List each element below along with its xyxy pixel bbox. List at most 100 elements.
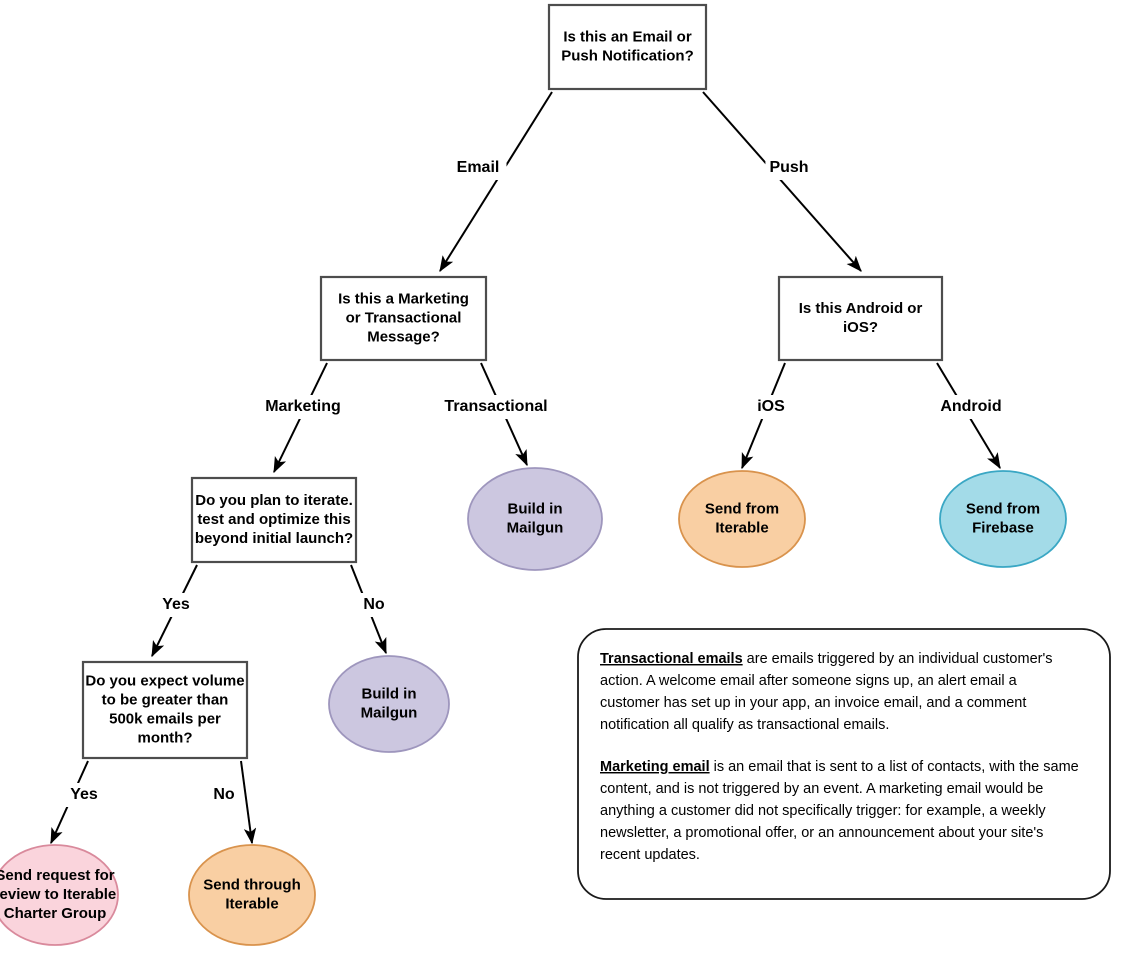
node-label-line: Mailgun bbox=[361, 704, 418, 721]
edge-label-backdrop bbox=[65, 783, 103, 807]
node-shape-ellipse[interactable] bbox=[188, 844, 316, 946]
legend-paragraph-2: Marketing email is an email that is sent… bbox=[600, 759, 1079, 775]
node-shape-ellipse[interactable] bbox=[939, 470, 1067, 568]
node-marketing-or-transactional[interactable]: Is this a Marketing or TransactionalMessa… bbox=[319, 275, 488, 362]
node-label-line: or Transactional bbox=[346, 309, 462, 326]
legend-line: notification all qualify as transactiona… bbox=[600, 717, 889, 733]
edge-line bbox=[702, 91, 862, 272]
node-label-line: month? bbox=[138, 729, 193, 746]
legend-line: action. A welcome email after someone si… bbox=[600, 673, 1018, 689]
edge-label-volume-no: No bbox=[213, 786, 235, 803]
node-shape-rect[interactable] bbox=[547, 3, 708, 91]
node-shape-ellipse[interactable] bbox=[678, 470, 806, 568]
edge-root-to-email: Email bbox=[439, 91, 553, 273]
edge-ai-to-ios: iOS bbox=[741, 362, 790, 470]
node-label-line: Firebase bbox=[972, 519, 1034, 536]
node-label-line: Iterable bbox=[715, 519, 768, 536]
edge-label-mt-to-marketing: Marketing bbox=[265, 398, 341, 415]
edge-label-backdrop bbox=[932, 395, 1010, 419]
node-build-in-mailgun-transactional[interactable]: Build in Mailgun bbox=[467, 467, 603, 571]
legend-line: newsletter, a promotional offer, or an a… bbox=[600, 825, 1043, 841]
edge-label-root-to-email: Email bbox=[457, 159, 500, 176]
node-android-or-ios[interactable]: Is this Android or iOS? bbox=[777, 275, 944, 362]
edge-label-iterate-yes: Yes bbox=[162, 596, 190, 613]
legend-line: are emails triggered by an individual cu… bbox=[743, 651, 1053, 667]
node-iterate-test-optimize[interactable]: Do you plan to iterate. test and optimize… bbox=[190, 476, 358, 564]
edge-line bbox=[240, 760, 257, 845]
node-root[interactable]: Is this an Email or Push Notification? bbox=[547, 3, 708, 91]
node-send-request-charter-group[interactable]: Send request for review to IterableCharte… bbox=[0, 844, 119, 946]
node-label-line: Build in bbox=[508, 500, 563, 517]
node-label-line: Send through bbox=[203, 876, 301, 893]
node-label-line: Send from bbox=[705, 500, 779, 517]
node-label-line: beyond initial launch? bbox=[195, 530, 353, 547]
node-label-line: Mailgun bbox=[507, 519, 564, 536]
node-shape-ellipse[interactable] bbox=[467, 467, 603, 571]
edge-iterate-yes: Yes bbox=[151, 564, 198, 658]
node-label-line: Push Notification? bbox=[561, 47, 694, 64]
node-label-line: 500k emails per bbox=[109, 710, 221, 727]
node-label-line: review to Iterable bbox=[0, 886, 116, 903]
node-label-line: Iterable bbox=[225, 895, 278, 912]
edge-label-mt-to-transactional: Transactional bbox=[444, 398, 547, 415]
node-shape-rect[interactable] bbox=[777, 275, 944, 362]
node-shape-rect[interactable] bbox=[190, 476, 358, 564]
legend-line: is an email that is sent to a list of co… bbox=[710, 759, 1079, 775]
edge-label-backdrop bbox=[765, 156, 813, 180]
edge-volume-yes: Yes bbox=[50, 760, 103, 845]
node-label-line: Is this an Email or bbox=[563, 28, 692, 45]
legend-paragraph-1: Transactional emails are emails triggere… bbox=[600, 651, 1053, 667]
edge-label-backdrop bbox=[210, 783, 238, 807]
legend-line: content, and is not triggered by an even… bbox=[600, 781, 1043, 797]
node-label-line: Charter Group bbox=[4, 905, 107, 922]
node-label-line: Is this a Marketing bbox=[338, 290, 469, 307]
node-label-line: test and optimize this bbox=[197, 511, 350, 528]
edge-iterate-no: No bbox=[350, 564, 388, 655]
node-label-line: Message? bbox=[367, 328, 440, 345]
node-label-line: Send from bbox=[966, 500, 1040, 517]
legend-line: customer has set up in your app, an invo… bbox=[600, 695, 1026, 711]
edge-mt-to-marketing: Marketing bbox=[254, 362, 352, 474]
legend-panel: Transactional emails are emails triggere… bbox=[577, 628, 1111, 900]
edge-label-ai-to-android: Android bbox=[940, 398, 1001, 415]
edge-label-backdrop bbox=[449, 156, 507, 180]
node-shape-ellipse[interactable] bbox=[328, 655, 450, 753]
node-build-in-mailgun-no-iterate[interactable]: Build in Mailgun bbox=[328, 655, 450, 753]
edge-label-backdrop bbox=[428, 395, 564, 419]
edge-label-root-to-push: Push bbox=[769, 159, 808, 176]
edge-label-backdrop bbox=[157, 593, 195, 617]
node-label-line: Do you plan to iterate. bbox=[195, 492, 353, 509]
edge-mt-to-transactional: Transactional bbox=[428, 362, 564, 467]
legend-line: recent updates. bbox=[600, 847, 700, 863]
edge-root-to-push: Push bbox=[702, 91, 862, 272]
edge-label-volume-yes: Yes bbox=[70, 786, 98, 803]
node-volume-over-500k[interactable]: Do you expect volume to be greater than 50… bbox=[81, 660, 249, 760]
edge-label-ai-to-ios: iOS bbox=[757, 398, 785, 415]
edge-ai-to-android: Android bbox=[932, 362, 1010, 470]
node-label-line: Do you expect volume bbox=[85, 672, 244, 689]
edge-label-iterate-no: No bbox=[363, 596, 385, 613]
node-shape-ellipse[interactable] bbox=[0, 844, 119, 946]
node-label-line: Send request for bbox=[0, 867, 115, 884]
legend-term: Transactional emails bbox=[600, 651, 743, 667]
edge-label-backdrop bbox=[752, 395, 790, 419]
node-label-line: Is this Android or bbox=[799, 300, 923, 317]
edge-label-backdrop bbox=[254, 395, 352, 419]
node-label-line: to be greater than bbox=[102, 691, 229, 708]
node-label-line: Build in bbox=[362, 685, 417, 702]
edge-volume-no: No bbox=[210, 760, 257, 845]
edge-label-backdrop bbox=[360, 593, 388, 617]
node-shape-rect[interactable] bbox=[319, 275, 488, 362]
legend-line: anything a customer did not specifically… bbox=[600, 803, 1046, 819]
edge-line bbox=[439, 91, 553, 273]
node-shape-rect[interactable] bbox=[81, 660, 249, 760]
legend-term: Marketing email bbox=[600, 759, 710, 775]
node-label-line: iOS? bbox=[843, 319, 878, 336]
